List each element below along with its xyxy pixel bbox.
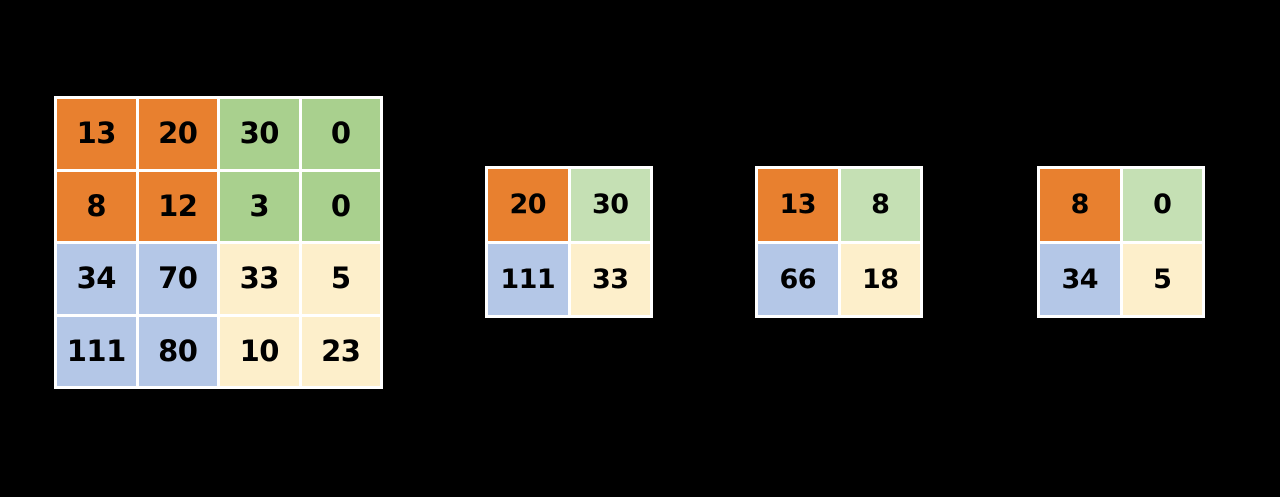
matrix-cell: 8 [840, 169, 920, 241]
matrix-cell: 23 [301, 316, 380, 386]
matrix-cell: 33 [570, 243, 650, 315]
matrix-cell: 18 [840, 243, 920, 315]
matrix-cell: 8 [57, 171, 136, 241]
matrix-cell: 0 [301, 99, 380, 169]
matrix-cell: 34 [1040, 243, 1120, 315]
matrix-cell: 0 [301, 171, 380, 241]
matrix-cell: 20 [138, 99, 217, 169]
matrix-cell: 13 [758, 169, 838, 241]
matrix-cell: 5 [301, 244, 380, 314]
matrix-cell: 10 [220, 316, 299, 386]
matrix-cell: 3 [220, 171, 299, 241]
matrix-cell: 30 [220, 99, 299, 169]
matrix-cell: 70 [138, 244, 217, 314]
matrix-cell: 13 [57, 99, 136, 169]
matrix-cell: 0 [1122, 169, 1202, 241]
matrix-cell: 5 [1122, 243, 1202, 315]
matrix-cell: 20 [488, 169, 568, 241]
matrix-cell: 30 [570, 169, 650, 241]
matrix-cell: 12 [138, 171, 217, 241]
matrix-cell: 111 [57, 316, 136, 386]
matrix-cell: 80 [138, 316, 217, 386]
matrix-cell: 34 [57, 244, 136, 314]
matrix-cell: 111 [488, 243, 568, 315]
matrix-cell: 66 [758, 243, 838, 315]
matrix-cell: 33 [220, 244, 299, 314]
matrix-cell: 8 [1040, 169, 1120, 241]
